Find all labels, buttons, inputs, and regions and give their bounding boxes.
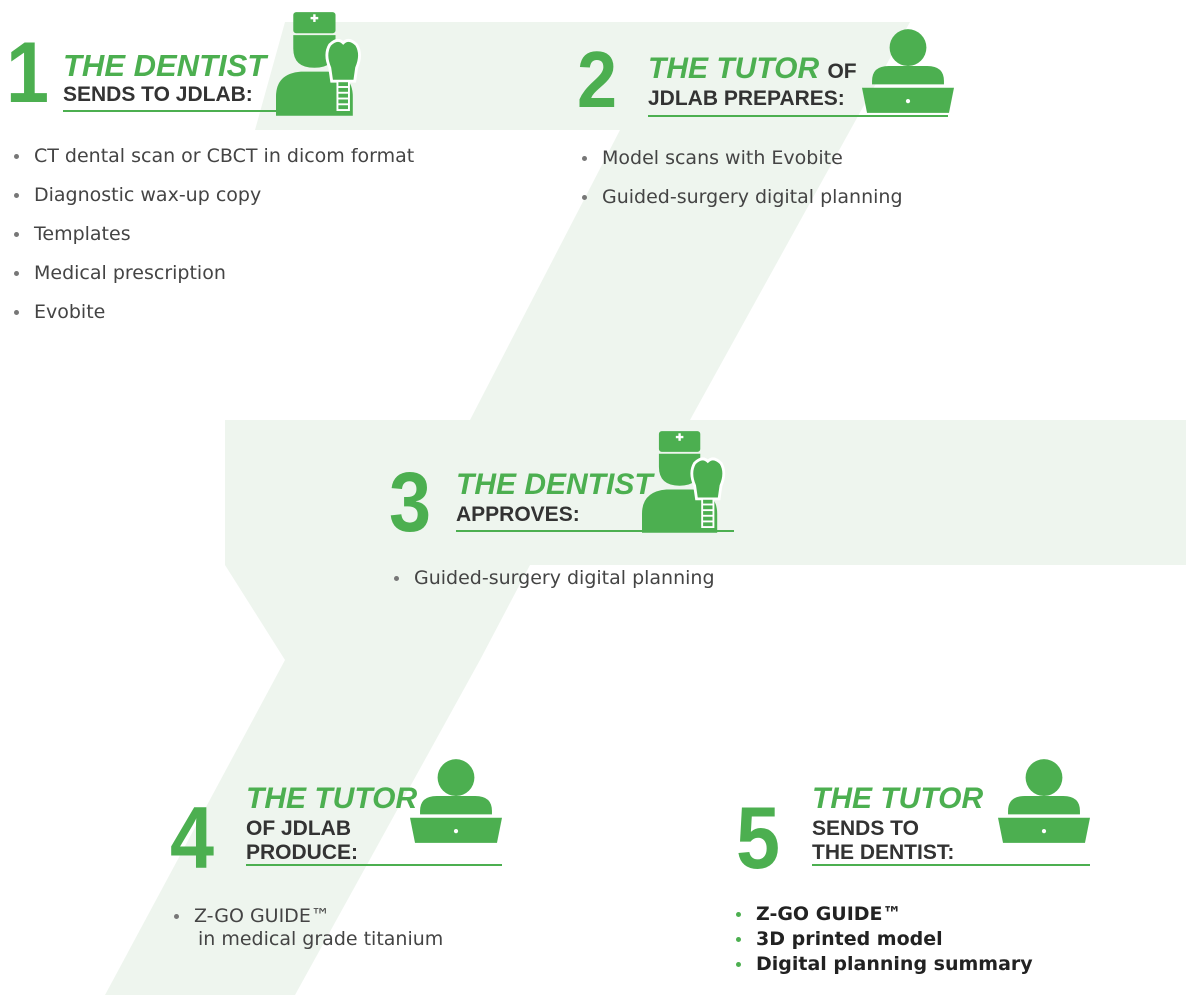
list-item: Z-GO GUIDE™ xyxy=(730,904,1033,925)
step-underline xyxy=(648,115,948,117)
step-title: THE TUTOR xyxy=(246,782,418,815)
step-underline xyxy=(812,864,1090,866)
list-item: Guided-surgery digital planning xyxy=(388,568,715,589)
list-item: Templates xyxy=(8,224,414,245)
step-items: Z-GO GUIDE™ 3D printed model Digital pla… xyxy=(730,904,1033,979)
list-item: Medical prescription xyxy=(8,263,414,284)
step-number: 5 xyxy=(736,788,781,887)
step-subtitle: JDLAB PREPARES: xyxy=(648,87,845,110)
step-underline xyxy=(456,530,734,532)
step-2: 2 THE TUTOR OF JDLAB PREPARES: Model sca… xyxy=(560,0,980,220)
list-item: Diagnostic wax-up copy xyxy=(8,185,414,206)
step-title: THE TUTOR OF xyxy=(648,52,857,85)
step-items: Z-GO GUIDE™ in medical grade titanium xyxy=(168,906,443,968)
step-subtitle: SENDS TO JDLAB: xyxy=(63,83,253,106)
step-4: 4 THE TUTOR OF JDLAB PRODUCE: Z-GO GUIDE… xyxy=(160,740,520,980)
step-subtitle: APPROVES: xyxy=(456,503,580,526)
step-subtitle: OF JDLAB PRODUCE: xyxy=(246,817,359,864)
list-item: Guided-surgery digital planning xyxy=(576,187,903,208)
step-number: 2 xyxy=(577,35,618,124)
list-item: in medical grade titanium xyxy=(198,928,444,950)
tutor-laptop-icon xyxy=(410,750,502,852)
tutor-laptop-icon xyxy=(862,20,954,122)
step-number: 1 xyxy=(6,25,50,121)
dentist-icon xyxy=(276,10,372,116)
tutor-laptop-icon xyxy=(998,750,1090,852)
list-item: 3D printed model xyxy=(730,929,1033,950)
step-items: Guided-surgery digital planning xyxy=(388,568,715,607)
list-item: Digital planning summary xyxy=(730,954,1033,975)
step-title: THE DENTIST xyxy=(63,48,267,83)
step-number: 4 xyxy=(170,788,215,887)
step-items: CT dental scan or CBCT in dicom format D… xyxy=(8,146,414,341)
step-items: Model scans with Evobite Guided-surgery … xyxy=(576,148,903,226)
step-3: 3 THE DENTIST APPROVES: Guided-surgery d… xyxy=(380,420,780,600)
step-subtitle: SENDS TO THE DENTIST: xyxy=(812,817,955,864)
step-number: 3 xyxy=(389,455,432,549)
step-underline xyxy=(246,864,502,866)
step-title: THE DENTIST xyxy=(456,468,653,501)
step-5: 5 THE TUTOR SENDS TO THE DENTIST: Z-GO G… xyxy=(728,740,1128,990)
list-item: Evobite xyxy=(8,302,414,323)
step-underline xyxy=(63,110,293,112)
list-item: Z-GO GUIDE™ xyxy=(168,906,443,927)
step-title: THE TUTOR xyxy=(812,782,984,815)
step-1: 1 THE DENTIST SENDS TO JDLAB: CT dental … xyxy=(0,0,560,340)
list-item: Model scans with Evobite xyxy=(576,148,903,169)
list-item: CT dental scan or CBCT in dicom format xyxy=(8,146,414,167)
dentist-icon xyxy=(642,428,736,534)
